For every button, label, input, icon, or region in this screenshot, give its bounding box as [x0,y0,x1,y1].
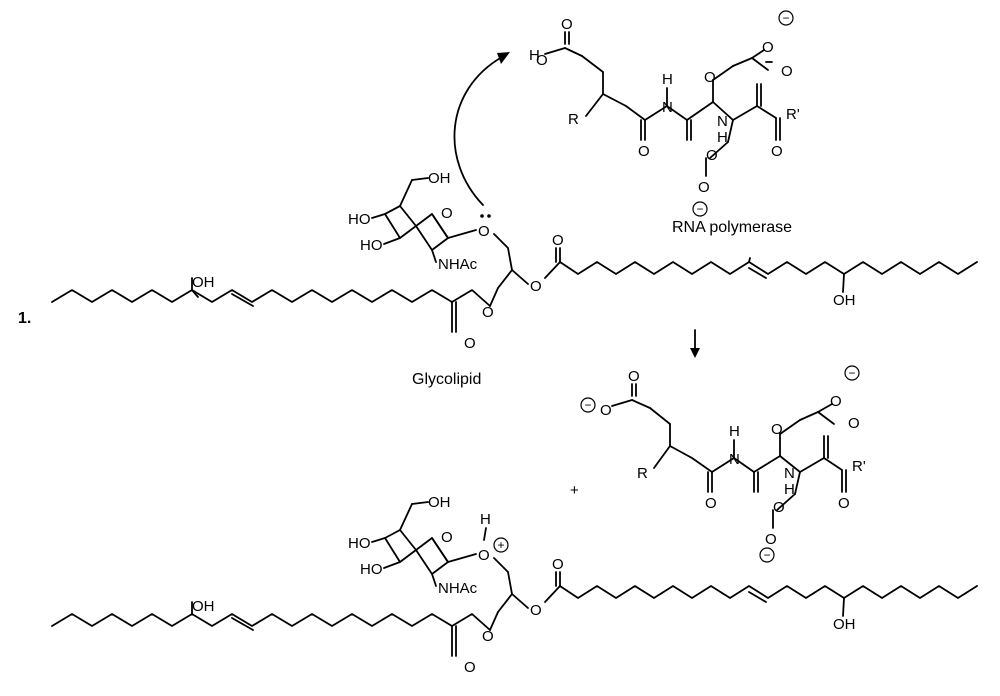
negative-charge-c-bottom: − [844,365,860,381]
svg-text:−: − [848,366,855,380]
amide-n-2-top: N [717,113,728,130]
carboxyl-h-top: H [529,47,540,64]
glcnac-ring-bottom [371,501,509,587]
glycerol-backbone-top [489,247,529,307]
amide-oxygen-2-top: O [704,69,716,86]
reaction-arrow [690,329,700,358]
hydroxyl-sn2-top: OH [833,292,856,309]
svg-text:−: − [696,202,703,216]
enzyme-backbone-top [544,31,781,177]
carboxylate-oxygen-2-top: O [762,39,774,56]
amide-oxygen-2-bottom: O [771,421,783,438]
ester-oxygen-sn1-top: O [482,304,494,321]
ester-oxygen-sn1-bottom: O [482,628,494,645]
glycolipid-caption: Glycolipid [412,371,481,388]
carboxyl-oh-top: O [536,52,548,69]
svg-text:−: − [782,11,789,25]
negative-charge-1-top: − [778,10,794,26]
r-prime-group-bottom: R' [852,458,866,475]
carboxylate-oxygen-a-bottom: O [600,402,612,419]
hydroxyl-sn1-bottom: OH [192,598,215,615]
ho-3-top: HO [360,237,383,254]
nhac-top: NHAc [438,256,478,273]
amide-h-1-bottom: H [729,423,740,440]
sn2-fatty-chain-bottom [544,571,978,617]
ch2oh-bottom: OH [428,494,451,511]
glycosidic-oxygen-top: O [478,223,490,240]
r-group-top: R [568,111,579,128]
amide-n-1-bottom: N [729,451,740,468]
carbonyl-oxygen-sn1-top: O [464,335,476,352]
carboxylate-carbonyl-c-bottom: O [848,415,860,432]
plus-sign: + [570,482,579,499]
oxonium-oxygen-bottom: O [478,547,490,564]
negative-charge-2-top: − [692,201,708,217]
hydroxyl-sn1-top: OH [192,274,215,291]
ch2oh-top: OH [428,170,451,187]
ketone-oxygen-bottom: O [838,495,850,512]
rna-polymerase-product: O O R O N H O N H O O O O R' O − − − [580,365,866,563]
ester-oxygen-sn2-top: O [530,278,542,295]
ketone-oxygen-top: O [771,143,783,160]
negative-charge-b-bottom: − [759,547,775,563]
nhac-bottom: NHAc [438,580,478,597]
enzyme-backbone-bottom [611,383,847,529]
ho-4-bottom: HO [348,535,371,552]
electron-push-arrow [453,52,510,206]
r-prime-group-top: R' [786,106,800,123]
carbonyl-oxygen-sn1-bottom: O [464,659,476,676]
rna-polymerase-reactant: O H O R O N H O N H O O O O R' O − − RNA… [529,10,800,236]
svg-text:−: − [763,548,770,562]
carboxylate-oxygen-c-bottom: O [830,393,842,410]
carboxylate-carbonyl-1-top: O [706,147,718,164]
carbonyl-oxygen-sn2-top: O [552,232,564,249]
amide-oxygen-1-top: O [638,143,650,160]
sn2-fatty-chain-top [544,247,978,293]
glycolipid-reactant: OH HO HO NHAc O O O O O OH [51,170,978,388]
sn1-fatty-chain-bottom [51,601,491,657]
compound-number: 1. [18,310,31,327]
amide-h-1-top: H [662,71,673,88]
ho-3-bottom: HO [360,561,383,578]
svg-text:+: + [497,538,504,552]
carboxylate-oxygen-1-top: O [698,179,710,196]
carboxylate-carbonyl-2-top: O [781,63,793,80]
carboxylate-oxygen-b-bottom: O [765,531,777,548]
svg-text:−: − [584,398,591,412]
glycolipid-product: OH HO HO NHAc O O H + O O O OH [51,494,978,676]
positive-charge-bottom: + [493,537,509,553]
amide-n-1-top: N [662,99,673,116]
ester-oxygen-sn2-bottom: O [530,602,542,619]
glcnac-ring-top [371,177,509,263]
lone-pair-top [480,214,491,218]
carboxyl-carbonyl-top: O [561,16,573,33]
amide-oxygen-1-bottom: O [705,495,717,512]
carboxylate-carbonyl-b-bottom: O [773,499,785,516]
amide-h-2-bottom: H [784,481,795,498]
oxonium-h-bottom: H [480,511,491,528]
carboxylate-carbonyl-a-bottom: O [628,368,640,385]
ring-oxygen-bottom: O [441,529,453,546]
r-group-bottom: R [637,465,648,482]
amide-n-2-bottom: N [784,465,795,482]
carbonyl-oxygen-sn2-bottom: O [552,556,564,573]
glycerol-backbone-bottom [489,571,529,631]
sn1-fatty-chain-top [51,277,491,333]
ring-oxygen-top: O [441,205,453,222]
hydroxyl-sn2-bottom: OH [833,616,856,633]
negative-charge-a-bottom: − [580,397,596,413]
ho-4-top: HO [348,211,371,228]
rna-polymerase-caption: RNA polymerase [672,219,792,236]
amide-h-2-top: H [717,129,728,146]
